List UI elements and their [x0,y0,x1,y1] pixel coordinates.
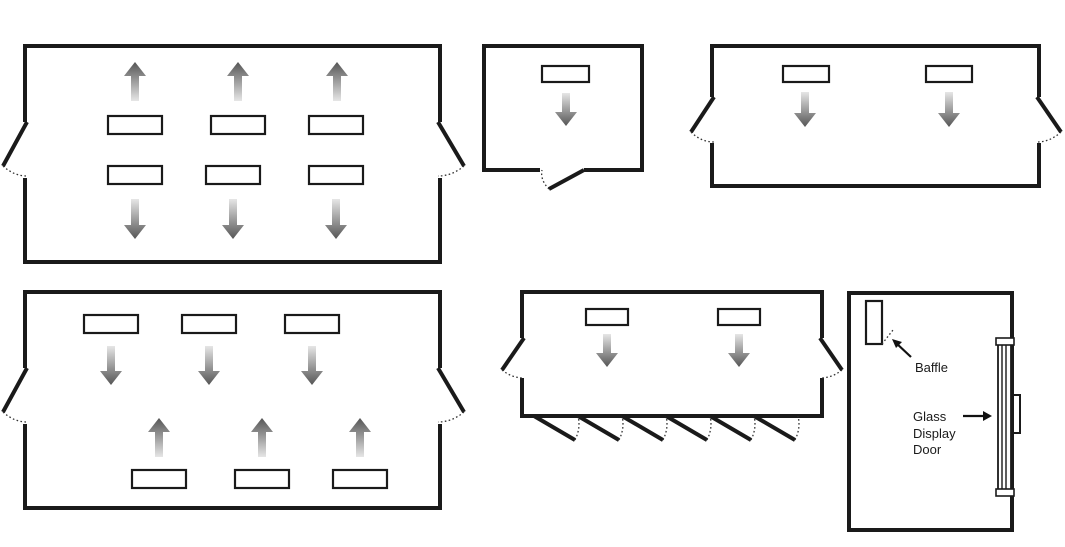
room-2-layout [482,44,644,191]
airflow-up-arrow-icon [251,418,273,457]
baffle-label: Baffle [915,360,948,375]
airflow-up-arrow-icon [124,62,146,101]
room-1-cooler [209,114,267,136]
airflow-down-arrow-icon [124,199,146,239]
display-door [752,414,797,442]
room-5-left-door-swing [501,369,525,379]
room-1-cooler [106,164,164,186]
display-door-row [532,414,800,442]
room-3-left-door [689,95,716,134]
room-5-cooler [584,307,630,327]
airflow-down-arrow-icon [198,346,220,385]
room-3-right-door-swing [1036,131,1062,143]
room-3-cooler [781,64,831,84]
airflow-up-arrow-icon [227,62,249,101]
airflow-down-arrow-icon [100,346,122,385]
room-6-walls [847,291,1014,532]
airflow-up-arrow-icon [326,62,348,101]
room-5-right-door [818,336,844,372]
door-hinge-top [995,337,1015,346]
room-5-cooler [716,307,762,327]
glass-display-door-label-line-1: Glass [913,409,947,424]
airflow-down-arrow-icon [222,199,244,239]
airflow-up-arrow-icon [349,418,371,457]
baffle-pointer-arrowhead-icon [892,339,902,348]
display-door-swing [750,415,756,441]
room-4-layout [1,290,466,510]
airflow-down-arrow-icon [325,199,347,239]
baffle [864,299,884,346]
room-3-walls [710,44,1041,188]
room-5-layout [500,290,844,442]
door-hinge-bottom [995,488,1015,497]
airflow-up-arrow-icon [148,418,170,457]
room-4-cooler [82,313,140,335]
display-door [532,414,577,442]
airflow-down-arrow-icon [938,92,960,127]
display-door-swing [662,415,668,441]
room-4-cooler [331,468,389,490]
display-door-swing [574,415,580,441]
room-1-left-door-swing [2,165,28,177]
room-5-left-door [500,336,526,372]
display-door-swing [794,415,800,441]
display-door [576,414,621,442]
airflow-down-arrow-icon [301,346,323,385]
room-1-layout [1,44,466,264]
glass-display-door-label-line-2: Display [913,426,956,441]
airflow-down-arrow-icon [555,93,577,126]
room-4-cooler [233,468,291,490]
room-6-layout: Baffle Glass Display Door [847,291,1021,532]
room-4-right-door [436,366,466,414]
room-4-cooler [130,468,188,490]
room-1-cooler [106,114,164,136]
glass-display-door-label-line-3: Door [913,442,942,457]
display-door [620,414,665,442]
room-2-door [548,168,585,191]
room-5-walls [520,290,824,418]
display-door-swing [618,415,624,441]
airflow-down-arrow-icon [794,92,816,127]
room-1-cooler [307,164,365,186]
display-door [664,414,709,442]
room-4-left-door [1,367,29,413]
room-4-left-door-swing [2,411,28,423]
room-3-cooler [924,64,974,84]
display-door-swing [706,415,712,441]
room-2-cooler [540,64,591,84]
room-4-cooler [283,313,341,335]
display-door [708,414,753,442]
glass-door-pointer-arrowhead-icon [983,411,992,421]
room-3-right-door [1035,95,1063,134]
room-4-cooler [180,313,238,335]
room-1-left-door [1,121,29,167]
airflow-down-arrow-icon [596,334,618,367]
baffle-airflow-indicator [881,329,894,345]
room-5-right-door-swing [819,369,843,379]
room-3-left-door-swing [690,131,715,143]
door-handle-icon [1012,394,1021,434]
room-1-cooler [307,114,365,136]
glass-display-door [995,337,1021,497]
airflow-down-arrow-icon [728,334,750,367]
room-1-right-door [436,120,466,168]
room-3-layout [689,44,1063,188]
room-1-cooler [204,164,262,186]
